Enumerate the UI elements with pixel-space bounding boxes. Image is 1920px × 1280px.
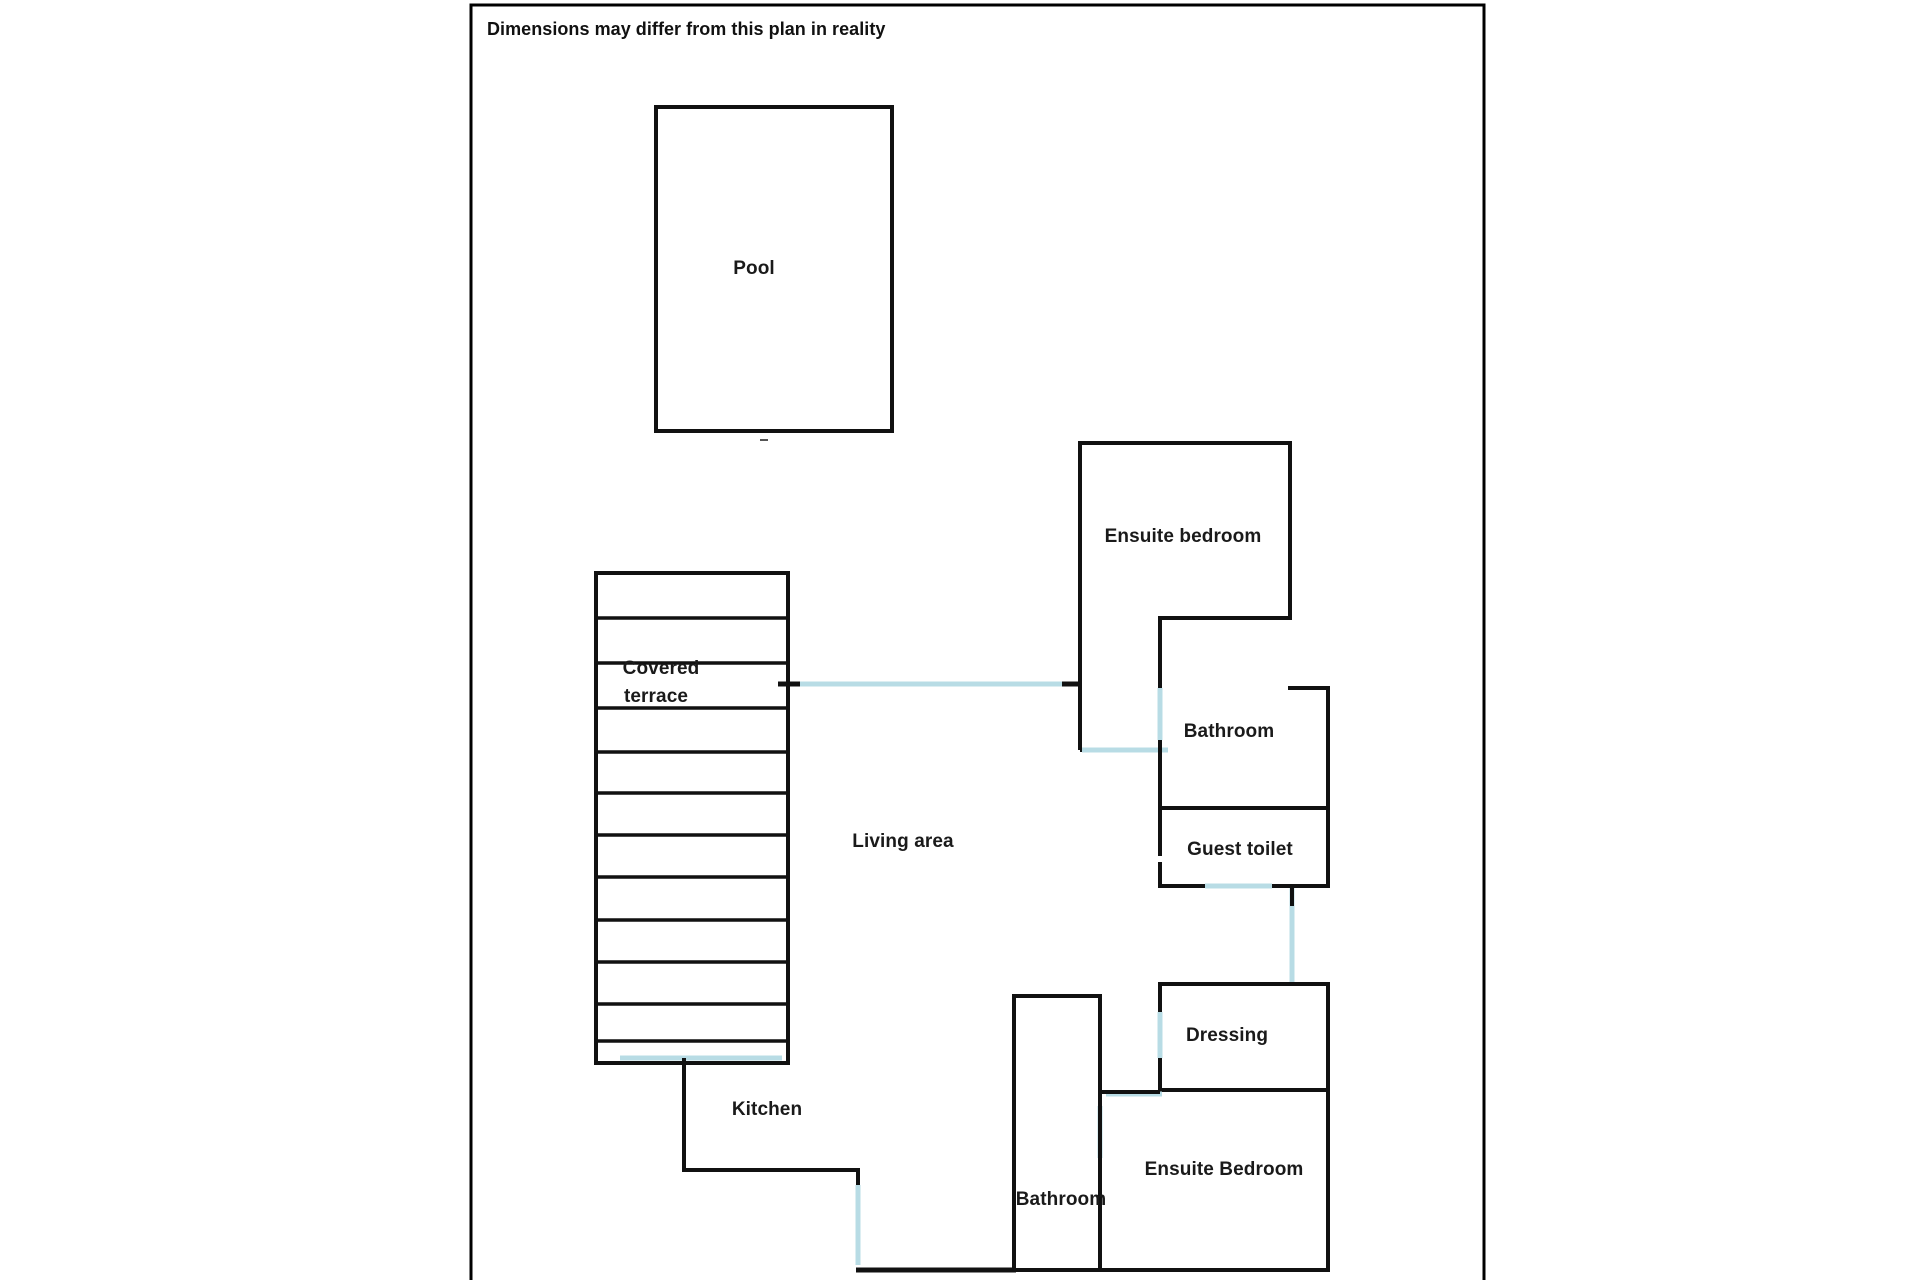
covered-terrace-outline: [594, 571, 790, 1065]
plan-disclaimer-note: Dimensions may differ from this plan in …: [487, 19, 886, 39]
pool-outline: [654, 105, 894, 433]
covered-terrace-group: [594, 571, 790, 1065]
page-border: [469, 3, 1486, 1280]
